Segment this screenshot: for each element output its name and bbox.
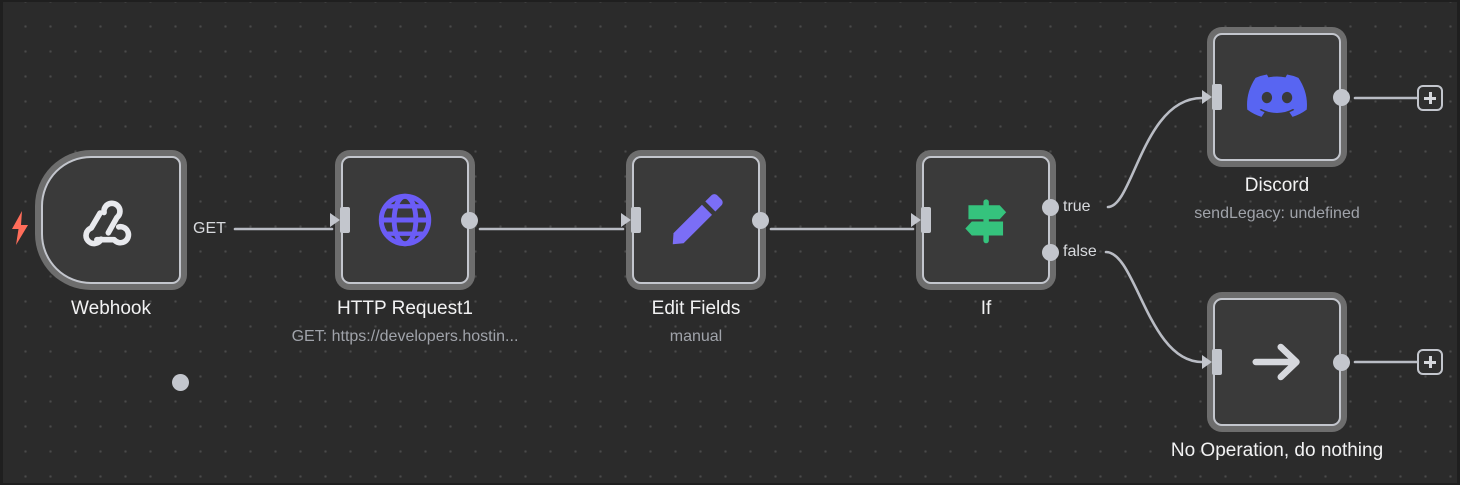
if-input-port[interactable]: [911, 207, 931, 233]
webhook-output-label: GET: [193, 220, 226, 237]
if-output-label-true: true: [1063, 198, 1091, 215]
node-http-request-1-box[interactable]: [341, 156, 469, 284]
node-if-box[interactable]: [922, 156, 1050, 284]
edit-fields-input-port[interactable]: [621, 207, 641, 233]
node-edit-fields[interactable]: Edit Fields manual: [621, 156, 769, 345]
webhook-icon: [83, 200, 132, 247]
node-discord-box[interactable]: [1213, 33, 1341, 161]
http-request-1-output-dot[interactable]: [461, 212, 478, 229]
node-edit-fields-label: Edit Fields: [651, 298, 741, 319]
node-http-request-1-label: HTTP Request1: [337, 298, 473, 319]
discord-output-dot[interactable]: [1333, 89, 1350, 106]
http-request-1-input-port[interactable]: [330, 207, 350, 233]
discord-input-port[interactable]: [1202, 84, 1222, 110]
node-discord-sublabel: sendLegacy: undefined: [1194, 205, 1360, 222]
if-output-dot-false[interactable]: [1042, 244, 1059, 261]
node-edit-fields-sublabel: manual: [669, 328, 723, 345]
node-webhook[interactable]: Webhook: [41, 156, 189, 391]
node-if[interactable]: If: [911, 156, 1059, 319]
node-discord-label: Discord: [1244, 175, 1310, 196]
no-operation-output-dot[interactable]: [1333, 354, 1350, 371]
edit-fields-output-dot[interactable]: [752, 212, 769, 229]
if-output-label-false: false: [1063, 243, 1097, 260]
node-no-operation[interactable]: No Operation, do nothing: [1171, 298, 1383, 461]
lightning-bolt-icon: [9, 210, 31, 246]
connection-if-true-to-discord: [1106, 96, 1204, 209]
node-webhook-label: Webhook: [71, 298, 151, 319]
webhook-output-dot[interactable]: [172, 374, 189, 391]
node-edit-fields-box[interactable]: [632, 156, 760, 284]
node-http-request-1-sublabel: GET: https://developers.hostin...: [291, 328, 519, 345]
connection-if-false-to-noop: [1104, 250, 1204, 364]
no-operation-input-port[interactable]: [1202, 349, 1222, 375]
node-http-request-1[interactable]: HTTP Request1 GET: https://developers.ho…: [292, 156, 518, 345]
pencil-icon: [672, 194, 723, 245]
node-webhook-box[interactable]: [41, 156, 181, 284]
globe-icon: [378, 193, 432, 247]
arrow-right-icon: [1252, 343, 1300, 381]
node-no-operation-box[interactable]: [1213, 298, 1341, 426]
if-output-dot-true[interactable]: [1042, 199, 1059, 216]
node-discord[interactable]: Discord sendLegacy: undefined: [1194, 33, 1360, 222]
discord-icon: [1247, 74, 1307, 117]
node-no-operation-label: No Operation, do nothing: [1170, 440, 1384, 461]
add-node-button-after-no-operation[interactable]: [1417, 349, 1443, 375]
add-node-button-after-discord[interactable]: [1417, 85, 1443, 111]
node-if-label: If: [980, 298, 992, 319]
signpost-icon: [965, 199, 1007, 244]
